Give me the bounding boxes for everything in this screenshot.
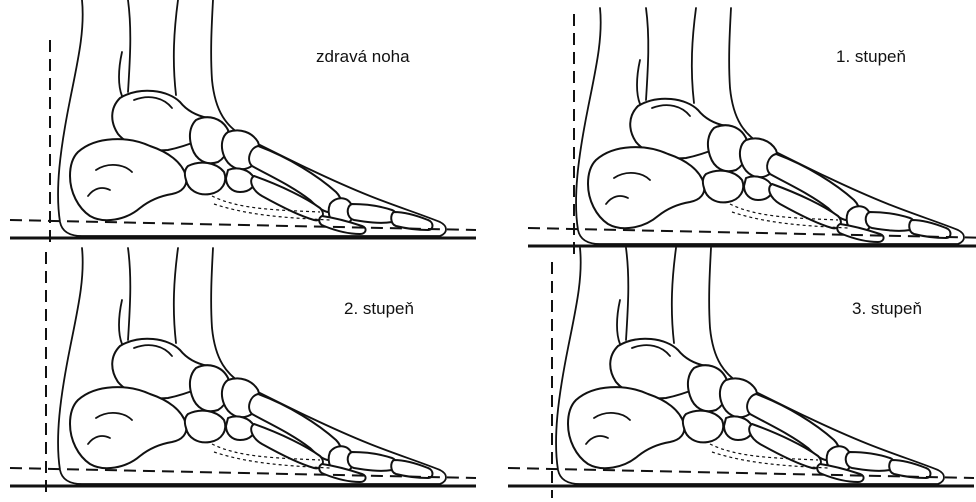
panel-grade-2: 2. stupeň: [10, 248, 476, 498]
panel-healthy-foot: zdravá noha: [10, 0, 476, 248]
panel-grade-3: 3. stupeň: [508, 248, 974, 498]
panel-label-grade-1: 1. stupeň: [836, 47, 906, 66]
panel-label-healthy: zdravá noha: [316, 47, 410, 66]
panel-grade-1: 1. stupeň: [528, 8, 976, 256]
panel-label-grade-3: 3. stupeň: [852, 299, 922, 318]
panel-label-grade-2: 2. stupeň: [344, 299, 414, 318]
